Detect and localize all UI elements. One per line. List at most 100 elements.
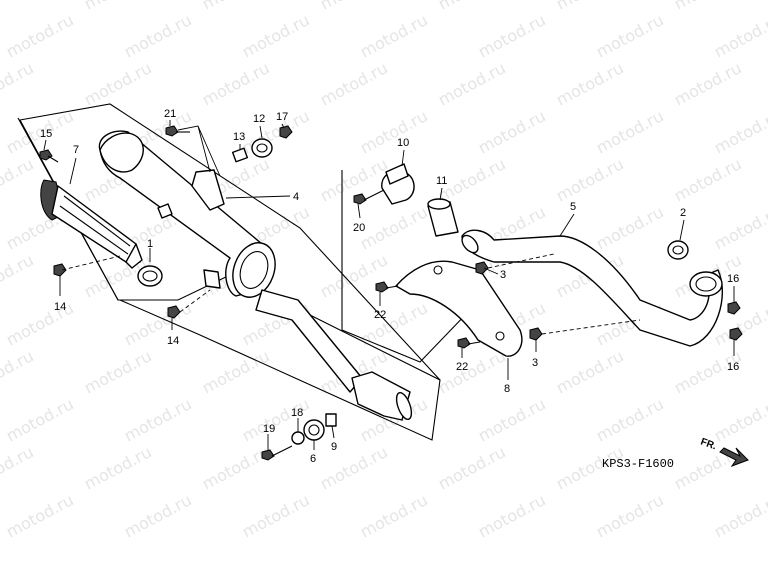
tail-cap	[40, 179, 143, 269]
watermark-text: motod.ru	[121, 10, 195, 61]
callout-3a: 3	[500, 269, 506, 281]
front-arrow-icon: FR.	[699, 436, 749, 468]
watermark-text: motod.ru	[435, 58, 509, 109]
watermark-text: motod.ru	[0, 0, 37, 14]
watermark-text: motod.ru	[3, 10, 77, 61]
watermark-text: motod.ru	[475, 106, 549, 157]
watermark-text: motod.ru	[357, 490, 431, 541]
collar-9	[325, 413, 337, 427]
callout-12: 12	[253, 113, 265, 125]
watermark-text: motod.ru	[593, 490, 667, 541]
watermark-text: motod.ru	[239, 10, 313, 61]
gasket-2	[667, 240, 689, 260]
watermark-text: motod.ru	[81, 58, 155, 109]
muffler-assembly-outline	[17, 117, 441, 441]
watermark-text: motod.ru	[671, 58, 745, 109]
watermark-text: motod.ru	[317, 58, 391, 109]
watermark-text: motod.ru	[0, 250, 37, 301]
watermark-text: motod.ru	[81, 442, 155, 493]
heat-guard	[395, 260, 523, 357]
watermark-text: motod.ru	[199, 58, 273, 109]
watermark-text: motod.ru	[553, 346, 627, 397]
watermark-text: motod.ru	[3, 394, 77, 445]
watermark-text: motod.ru	[553, 58, 627, 109]
callout-22b: 22	[456, 361, 468, 373]
watermark-text: motod.ru	[317, 0, 391, 14]
callout-4: 4	[293, 191, 299, 203]
watermark-text: motod.ru	[711, 10, 768, 61]
header-assembly-outline	[341, 170, 471, 363]
nut-14b	[167, 305, 181, 319]
watermark-text: motod.ru	[711, 394, 768, 445]
watermark-text: motod.ru	[671, 154, 745, 205]
callout-16a: 16	[727, 273, 739, 285]
bolt-15	[39, 149, 59, 163]
callout-21: 21	[164, 108, 176, 120]
bolt-22b	[457, 337, 481, 349]
watermark-text: motod.ru	[239, 490, 313, 541]
washer-18	[291, 431, 305, 445]
nut-3a	[475, 261, 489, 275]
bolt-22a	[375, 281, 399, 293]
watermark-text: motod.ru	[0, 58, 37, 109]
callout-22a: 22	[374, 309, 386, 321]
watermark-text: motod.ru	[435, 0, 509, 14]
watermark-text: motod.ru	[0, 346, 37, 397]
callout-8: 8	[504, 383, 510, 395]
callout-7: 7	[73, 144, 79, 156]
grommet-12	[251, 138, 273, 158]
nut-16a	[727, 301, 741, 315]
callout-11: 11	[436, 175, 447, 187]
watermark-text: motod.ru	[593, 394, 667, 445]
bolt-21	[165, 125, 190, 137]
watermark-text: motod.ru	[593, 202, 667, 253]
watermark-text: motod.ru	[711, 202, 768, 253]
callout-16b: 16	[727, 361, 739, 373]
watermark-text: motod.ru	[357, 298, 431, 349]
callout-5: 5	[570, 201, 576, 213]
watermark-text: motod.ru	[3, 490, 77, 541]
collar-13	[231, 147, 249, 163]
collar-11	[427, 198, 459, 237]
callout-17: 17	[276, 111, 288, 123]
muffler-clip	[157, 203, 173, 219]
gasket-1	[137, 265, 163, 287]
callout-3b: 3	[532, 357, 538, 369]
watermark-text: motod.ru	[435, 442, 509, 493]
callout-15: 15	[40, 128, 52, 140]
bolt-20	[353, 189, 385, 205]
nut-3b	[529, 327, 543, 341]
callout-20: 20	[353, 222, 365, 234]
watermark-text: motod.ru	[711, 490, 768, 541]
watermark-text: motod.ru	[121, 298, 195, 349]
nut-17	[279, 125, 293, 139]
watermark-text: motod.ru	[553, 0, 627, 14]
watermark-text: motod.ru	[593, 10, 667, 61]
callout-2: 2	[680, 207, 686, 219]
watermark-text: motod.ru	[593, 106, 667, 157]
header-pipe	[461, 229, 724, 347]
watermark-text: motod.ru	[553, 154, 627, 205]
watermark-text: motod.ru	[357, 202, 431, 253]
watermark-text: motod.ru	[199, 346, 273, 397]
grommet-6	[303, 419, 325, 441]
watermark-text: motod.ru	[121, 394, 195, 445]
muffler-assembly-outline-top	[19, 103, 441, 381]
watermark-text: motod.ru	[475, 490, 549, 541]
watermark-text: motod.ru	[0, 442, 37, 493]
clamp-10	[381, 163, 415, 205]
callout-9: 9	[331, 441, 337, 453]
nut-16b	[729, 327, 743, 341]
watermark-text: motod.ru	[435, 346, 509, 397]
watermark-text: motod.ru	[357, 10, 431, 61]
muffler-body	[98, 130, 276, 298]
diagram-code: KPS3-F1600	[602, 457, 674, 471]
callout-1: 1	[147, 238, 153, 250]
watermark-text: motod.ru	[317, 442, 391, 493]
front-label: FR.	[699, 436, 718, 452]
nut-14a	[53, 263, 67, 277]
watermark-text: motod.ru	[121, 490, 195, 541]
callout-13: 13	[233, 131, 245, 143]
